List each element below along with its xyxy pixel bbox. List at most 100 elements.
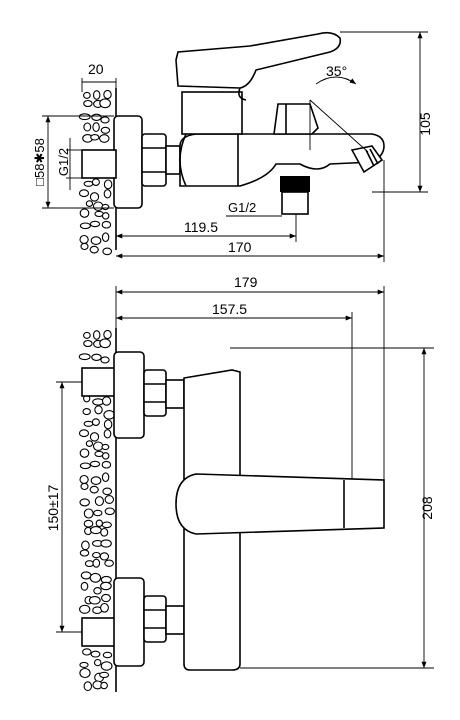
wall-stone xyxy=(79,462,91,470)
wall-stone xyxy=(103,329,112,340)
total-projection-label: 179 xyxy=(234,274,258,290)
wall-stone xyxy=(80,571,92,580)
wall-stone xyxy=(99,671,110,679)
wall-stone xyxy=(99,338,111,349)
wall-stone xyxy=(90,236,102,245)
wall-stone xyxy=(100,126,111,134)
wall-stone xyxy=(83,122,92,132)
wall-stone xyxy=(79,234,89,245)
wall-stone xyxy=(84,560,94,568)
wall-stone xyxy=(100,581,112,591)
wall-stone xyxy=(91,353,102,361)
total-width-label: 208 xyxy=(419,496,435,520)
front-view: 179 157.5 150 xyxy=(45,274,435,692)
side-view: 35° 105 20 □58✱58 G1/2 G1/2 119.5 170 xyxy=(32,31,433,262)
wall-stone xyxy=(104,559,114,567)
wall-stone xyxy=(89,526,102,535)
wall-stone xyxy=(83,180,94,187)
wall-stone xyxy=(92,330,101,340)
wall-stone xyxy=(101,472,110,483)
wall-stone xyxy=(79,208,90,218)
wall-stone xyxy=(80,482,89,491)
diverter-knob[interactable] xyxy=(273,103,319,135)
outlet-thread-label: G1/2 xyxy=(228,200,256,215)
wall-stone xyxy=(83,508,94,519)
spout-nozzle xyxy=(350,145,384,174)
wall-stone xyxy=(79,222,91,230)
wall-stone xyxy=(85,200,94,207)
wall-stone xyxy=(102,247,113,256)
wall-stone xyxy=(85,440,94,447)
wall-stone xyxy=(88,596,101,605)
wall-stone xyxy=(89,460,101,468)
outlet-offset-label: 119.5 xyxy=(184,219,218,235)
wall-stone xyxy=(100,539,112,548)
wall-stone xyxy=(101,232,110,243)
total-depth-label: 170 xyxy=(228,239,252,255)
wall-stone xyxy=(82,648,92,656)
wall-stone xyxy=(91,113,102,121)
wall-stone xyxy=(100,116,110,124)
wall-stone xyxy=(78,189,90,198)
wall-stone xyxy=(101,220,112,229)
wall-stone xyxy=(79,474,89,485)
wall-stone xyxy=(101,452,110,460)
wall-stone xyxy=(100,661,113,671)
wall-stone xyxy=(99,552,110,561)
wall-stone xyxy=(102,651,113,659)
wall-stone xyxy=(101,443,110,451)
wall-stone xyxy=(99,134,110,143)
wall-stone xyxy=(100,527,109,537)
wall-stone xyxy=(102,487,113,496)
wall-stone xyxy=(80,242,89,251)
wall-stone xyxy=(90,476,102,485)
lever-handle[interactable] xyxy=(175,31,342,89)
wall-stone xyxy=(93,587,102,595)
wall-stone xyxy=(83,331,91,339)
wall-stone xyxy=(79,549,90,557)
wall-stone xyxy=(103,410,116,420)
wall-stone xyxy=(79,604,91,614)
wall-stone xyxy=(83,99,93,108)
wall-stone xyxy=(94,405,103,415)
wall-stone xyxy=(99,98,111,109)
wall-stone xyxy=(89,192,100,202)
wall-stone xyxy=(89,572,102,583)
wall-stone xyxy=(82,408,91,416)
outlet-thread xyxy=(280,176,310,215)
wall-stone xyxy=(103,89,112,100)
wall-stone xyxy=(92,90,101,100)
wall-stone xyxy=(83,420,94,427)
wall-stone xyxy=(90,650,101,658)
wall-stone xyxy=(104,495,115,504)
wall-stone xyxy=(79,661,89,668)
handle-stem xyxy=(181,91,243,135)
wall-stone xyxy=(95,519,103,528)
wall-stone xyxy=(81,540,90,551)
wall-stone xyxy=(90,134,100,141)
wall-stone xyxy=(79,498,90,507)
wall-stone xyxy=(89,220,101,228)
wall-stone xyxy=(103,419,113,430)
wall-stone xyxy=(92,441,104,451)
wall-stone xyxy=(92,398,105,406)
wall-stone xyxy=(103,179,113,190)
wall-stone xyxy=(104,507,115,516)
wall-stone xyxy=(101,521,112,529)
inlet-pipe xyxy=(81,149,117,179)
wall-stone xyxy=(79,448,90,458)
wall-section-front xyxy=(78,329,116,692)
wall-stone xyxy=(83,339,93,348)
wall-stone xyxy=(100,602,109,613)
wall-stone xyxy=(100,356,110,364)
wall-stone xyxy=(89,432,100,442)
wall-stone xyxy=(92,122,100,133)
upper-inlet xyxy=(81,351,185,439)
wall-stone xyxy=(101,212,110,220)
wall-stone xyxy=(101,396,112,406)
wall-stone xyxy=(83,681,93,692)
flange-body xyxy=(113,115,143,209)
flange-size-label: □58✱58 xyxy=(32,138,47,186)
wall-section-top xyxy=(78,89,113,256)
